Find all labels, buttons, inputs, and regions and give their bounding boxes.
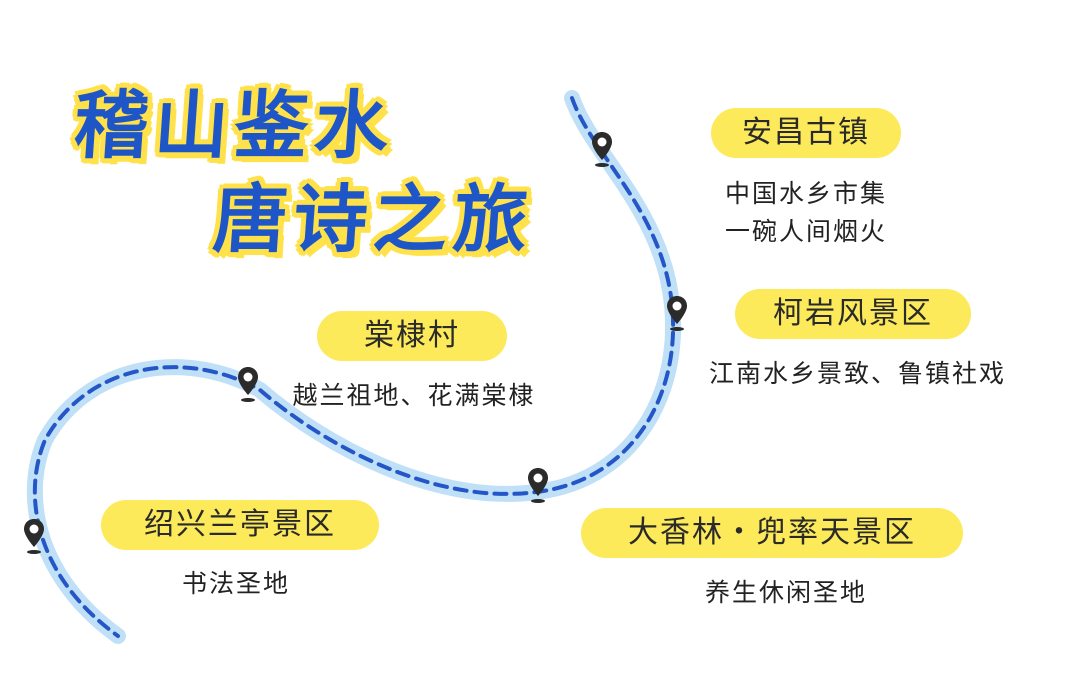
stop-label-anchang: 安昌古镇	[711, 108, 901, 158]
stop-desc-daxianglin: 养生休闲圣地	[704, 578, 867, 607]
stop-label-daxianglin: 大香林・兜率天景区	[581, 508, 963, 558]
title-line-1: 稽山鉴水	[71, 83, 398, 169]
stop-desc-anchang-line2: 一碗人间烟火	[724, 217, 887, 246]
route-path-dashes	[32, 96, 676, 638]
stop-desc-lanting: 书法圣地	[181, 569, 290, 598]
stop-desc-anchang-line1: 中国水乡市集	[724, 179, 887, 208]
map-pin-icon	[667, 296, 687, 331]
map-pin-icon	[238, 367, 258, 402]
stop-desc-tangdi: 越兰祖地、花满棠棣	[292, 381, 536, 410]
stop-desc-keyan: 江南水乡景致、鲁镇社戏	[708, 359, 1006, 388]
map-pin-icon	[24, 519, 44, 554]
stop-label-tangdi: 棠棣村	[317, 311, 507, 361]
map-pin-icon	[592, 132, 612, 167]
map-pin-icon	[528, 468, 548, 503]
title-line-2: 唐诗之旅	[210, 177, 537, 263]
stop-label-keyan: 柯岩风景区	[735, 289, 971, 339]
stop-label-lanting: 绍兴兰亭景区	[101, 500, 379, 550]
